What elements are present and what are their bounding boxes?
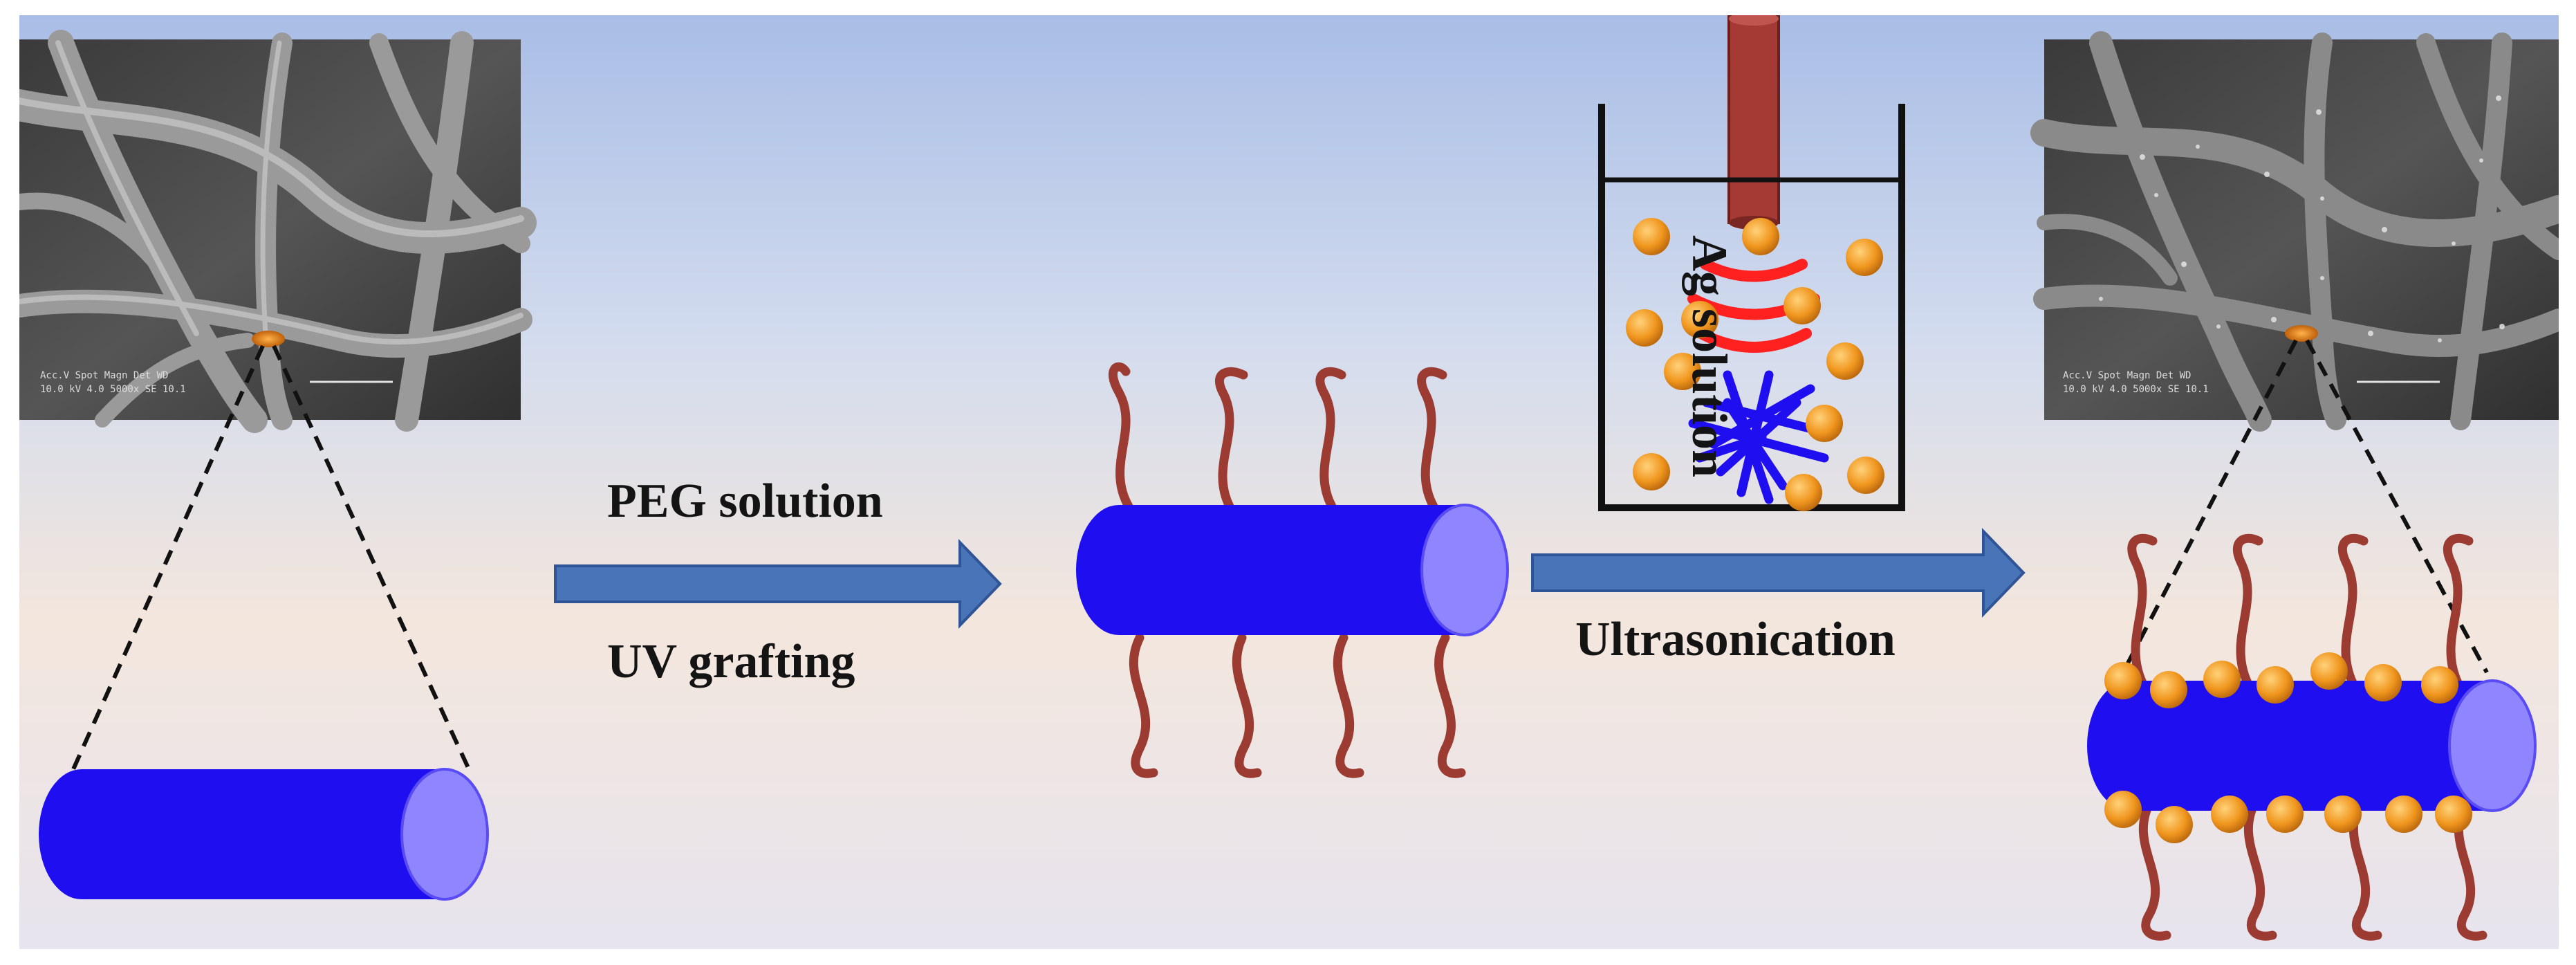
- ultrasonic-beaker: [1598, 15, 1905, 511]
- label-uv-grafting: UV grafting: [607, 635, 855, 688]
- sample-spot-right: [2285, 325, 2318, 342]
- fiber-peg-grafted: [1076, 362, 1509, 778]
- schematic: Acc.V Spot Magn Det WD 10.0 kV 4.0 5000x…: [19, 15, 2559, 949]
- label-ag-solution: Ag solution: [1682, 235, 1737, 478]
- arrow-ultrasonication: [1531, 528, 2026, 618]
- ag-particles-bottom-row: [2104, 791, 2472, 843]
- svg-text:Acc.V Spot Magn Det WD: Acc.V Spot Magn Det WD: [2063, 370, 2191, 381]
- fiber-ag-decorated: [2087, 533, 2537, 941]
- ag-particles-solution: [1626, 218, 1884, 511]
- arrow-peg-grafting: [554, 539, 1002, 629]
- sample-spot-left: [252, 331, 285, 347]
- svg-text:10.0 kV 4.0 5000x SE 10.1: 10.0 kV 4.0 5000x SE 10.1: [40, 384, 186, 395]
- sem-image-left: Acc.V Spot Magn Det WD 10.0 kV 4.0 5000x…: [19, 30, 537, 433]
- svg-text:Acc.V Spot Magn Det WD: Acc.V Spot Magn Det WD: [40, 370, 168, 381]
- fiber-bare: [39, 768, 489, 901]
- diagram-panel: Acc.V Spot Magn Det WD 10.0 kV 4.0 5000x…: [19, 15, 2559, 949]
- peg-chains-bottom-final: [2138, 799, 2487, 941]
- zoom-lines-left: [71, 344, 471, 771]
- peg-chains-top-final: [2127, 533, 2474, 688]
- sem-image-right: Acc.V Spot Magn Det WD 10.0 kV 4.0 5000x…: [2030, 31, 2559, 432]
- svg-text:10.0 kV 4.0 5000x SE 10.1: 10.0 kV 4.0 5000x SE 10.1: [2063, 384, 2209, 395]
- zoom-lines-right: [2121, 339, 2489, 674]
- label-ultrasonication: Ultrasonication: [1575, 613, 1896, 666]
- peg-chains-top: [1109, 362, 1447, 511]
- ag-particles-top-row: [2104, 652, 2458, 708]
- label-peg-solution: PEG solution: [607, 475, 883, 528]
- ultrasonic-probe: [1727, 15, 1780, 230]
- fiber-mesh: [1688, 370, 1829, 504]
- peg-chains-bottom: [1129, 633, 1466, 778]
